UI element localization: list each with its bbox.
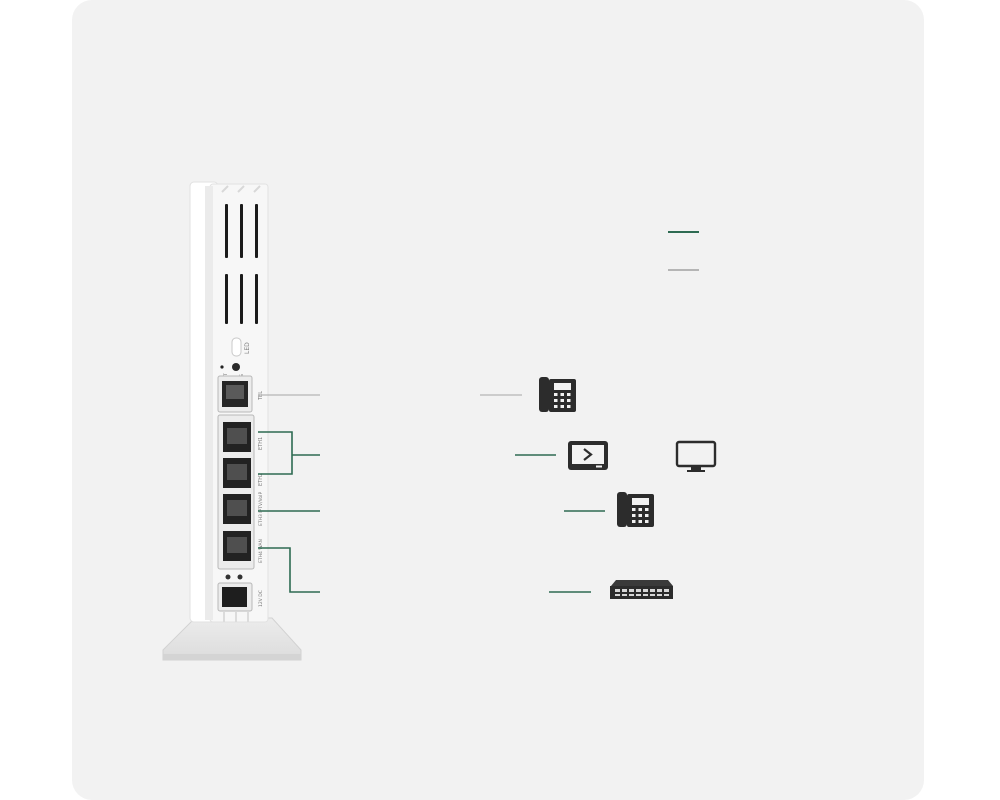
eth3-port (223, 494, 251, 524)
led-button (231, 337, 242, 357)
reset-pinhole (220, 365, 224, 369)
telephone-icon (539, 377, 576, 412)
wps-button (232, 363, 240, 371)
eth2-label: ETH2 (258, 473, 264, 486)
tv-icon (675, 440, 717, 472)
legend (668, 231, 699, 271)
connection-lines (258, 394, 605, 593)
power-label: 12V DC (258, 590, 264, 607)
eth1-eth2-bracket (258, 431, 320, 475)
ip-phone-icon (617, 492, 654, 527)
led-label: LED (244, 342, 251, 354)
eth4-connector-line (258, 547, 320, 593)
set-top-box-icon (568, 441, 608, 470)
eth3-label: ETH3 IPTV/VoIP (258, 492, 264, 526)
power-port (222, 587, 247, 607)
eth4-label: ETH4 WAN (258, 539, 264, 563)
network-switch-icon (610, 580, 673, 599)
eth2-port (223, 458, 251, 488)
router-stand (162, 617, 302, 661)
tel-port-label: TEL (258, 391, 264, 401)
eth4-wan-port (223, 531, 251, 561)
eth1-port (223, 422, 251, 452)
vent-slots (225, 204, 258, 324)
router-device: LED RST WPS TEL (162, 181, 302, 661)
eth1-label: ETH1 (258, 437, 264, 450)
